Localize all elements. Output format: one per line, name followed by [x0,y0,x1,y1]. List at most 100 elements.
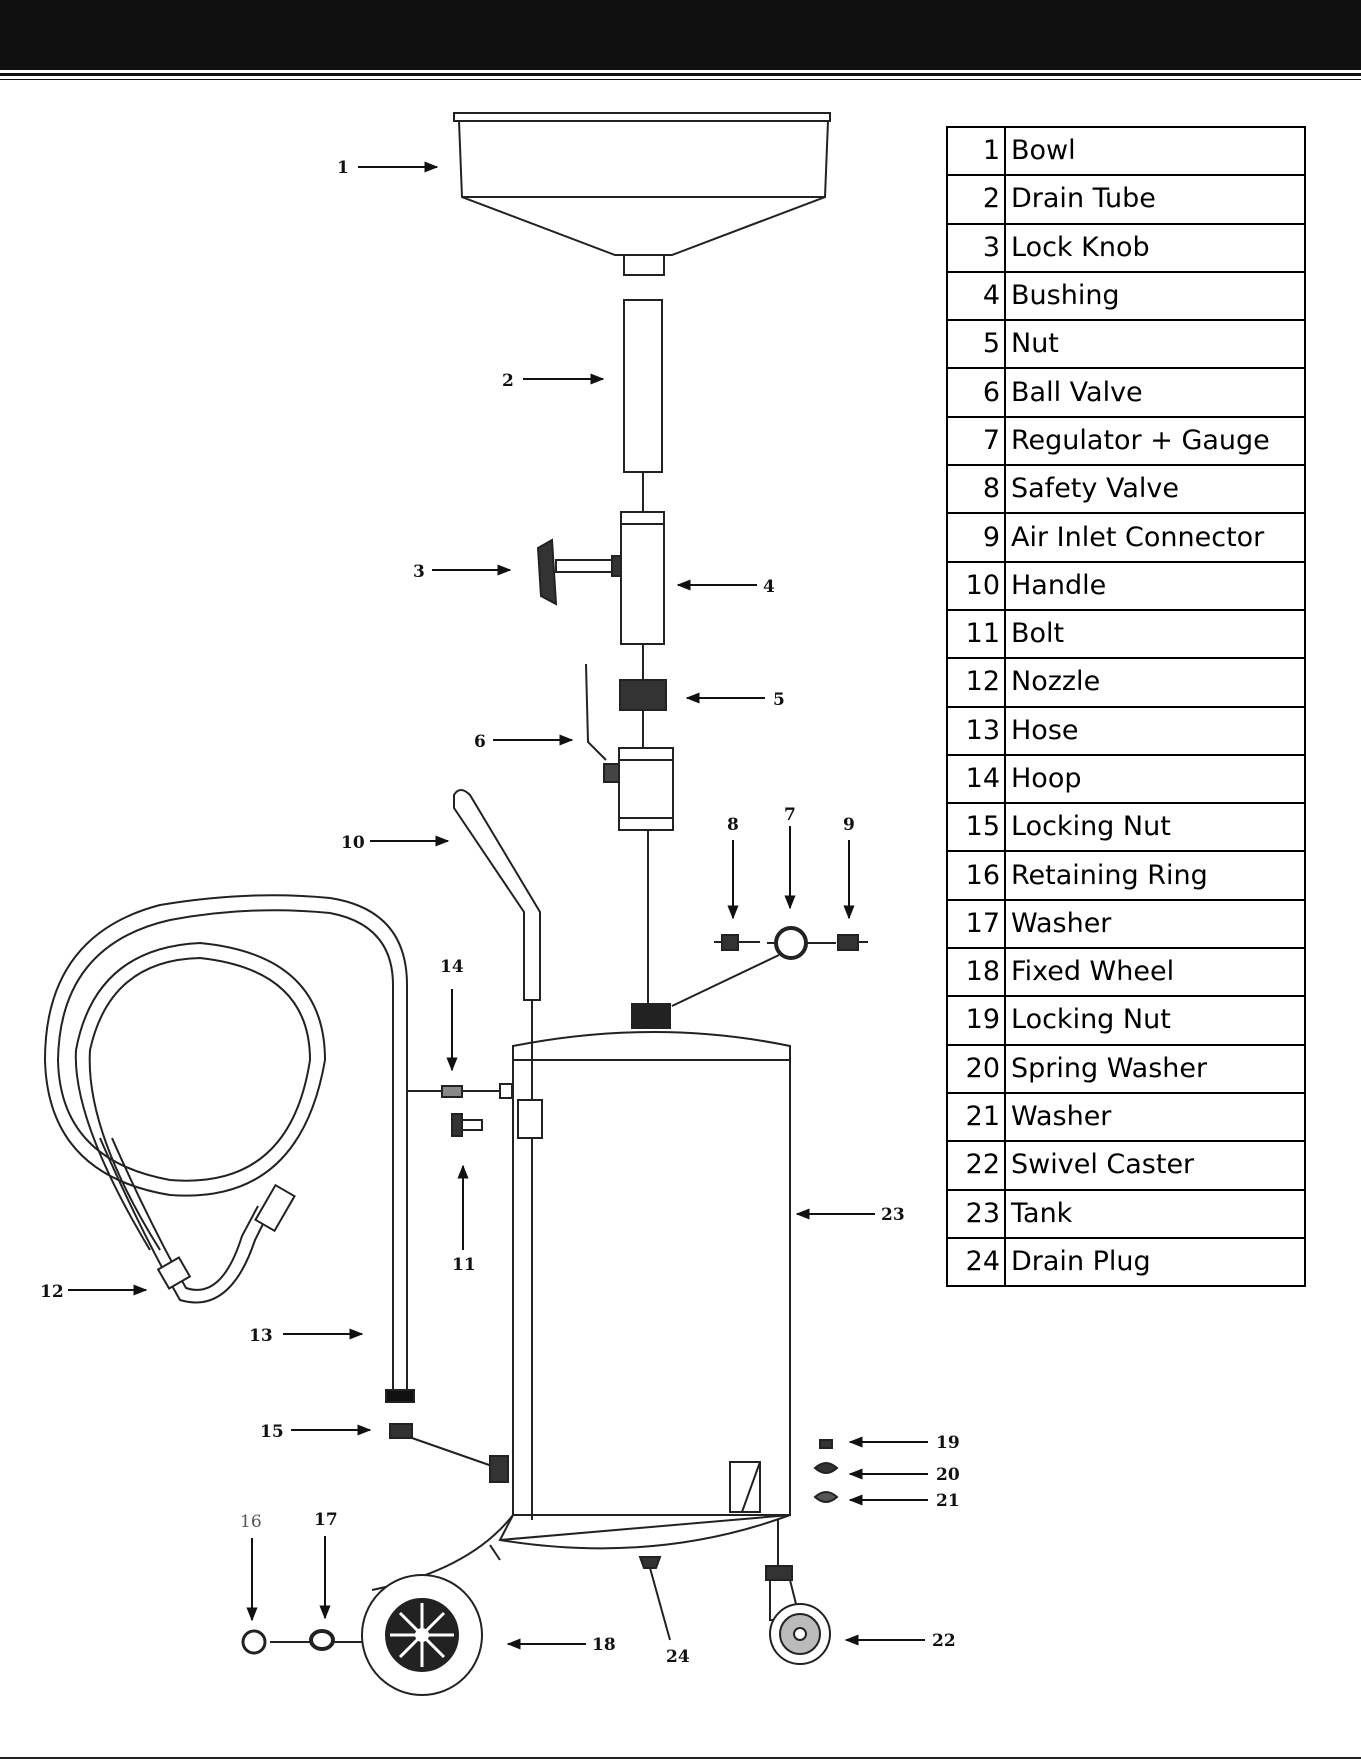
safety-valve-part [714,934,760,951]
callout-20: 20 [936,1465,960,1485]
callout-1: 1 [337,158,349,178]
part-number: 16 [946,850,1006,901]
part-number: 14 [946,753,1006,805]
bowl-part [453,112,831,276]
part-number: 12 [946,657,1006,708]
bushing-part [620,511,665,680]
retaining-ring-part [241,1629,267,1655]
ball-valve-part [585,663,674,831]
callout-16: 16 [240,1512,262,1532]
swivel-caster-part [765,1520,831,1665]
part-number: 22 [946,1140,1006,1191]
callout-11: 11 [452,1255,476,1275]
part-name: Washer [1004,898,1306,950]
part-number: 20 [946,1043,1006,1094]
part-number: 24 [946,1236,1006,1288]
part-number: 11 [946,608,1006,660]
lock-knob-part [536,538,622,606]
part-name: Retaining Ring [1004,850,1306,901]
callout-9: 9 [843,815,855,835]
callout-21: 21 [936,1491,960,1511]
callout-14: 14 [440,957,464,977]
callout-arrows [68,161,928,1650]
callout-15: 15 [260,1422,284,1442]
part-name: Swivel Caster [1004,1140,1306,1191]
callout-7: 7 [784,805,796,825]
fixed-wheel-part [361,1574,483,1696]
callout-8: 8 [727,815,739,835]
callout-10: 10 [341,833,365,853]
locking-nut-part [389,1423,509,1483]
callout-17: 17 [314,1510,338,1530]
bolt-part [451,1113,483,1137]
part-name: Drain Tube [1004,174,1306,225]
part-name: Drain Plug [1004,1236,1306,1288]
part-name: Lock Knob [1004,222,1306,273]
part-number: 21 [946,1091,1006,1143]
callout-24: 24 [666,1647,690,1667]
part-name: Bushing [1004,270,1306,322]
part-number: 8 [946,464,1006,515]
tank-part [498,1031,791,1550]
footer-rule [0,1757,1361,1759]
drain-plug-part [638,1556,671,1641]
part-number: 6 [946,367,1006,418]
callout-5: 5 [773,690,785,710]
part-name: Handle [1004,560,1306,611]
part-number: 17 [946,898,1006,950]
header-rule [0,73,1361,76]
part-name: Washer [1004,1091,1306,1143]
part-number: 18 [946,947,1006,998]
part-number: 2 [946,174,1006,225]
part-number: 7 [946,415,1006,467]
part-number: 19 [946,995,1006,1046]
callout-labels: 1 2 3 4 5 6 7 8 9 10 11 12 13 14 15 16 1… [40,158,960,1667]
regulator-gauge-part [671,926,836,1007]
callout-23: 23 [881,1205,905,1225]
nut-part [619,679,667,748]
part-number: 4 [946,270,1006,322]
part-number: 5 [946,319,1006,370]
part-name: Regulator + Gauge [1004,415,1306,467]
callout-12: 12 [40,1282,64,1302]
part-name: Hoop [1004,753,1306,805]
header-bar [0,0,1361,70]
handle-part [453,789,543,1520]
part-name: Nozzle [1004,657,1306,708]
caster-hardware-part [813,1439,839,1503]
part-name: Nut [1004,319,1306,370]
callout-22: 22 [932,1631,956,1651]
callout-2: 2 [502,371,514,391]
hoop-part [408,1083,513,1099]
callout-6: 6 [474,732,486,752]
nozzle-part [99,1137,296,1304]
callout-4: 4 [763,577,775,597]
callout-13: 13 [249,1326,273,1346]
part-number: 23 [946,1188,1006,1239]
callout-3: 3 [413,562,425,582]
washer-17-part [309,1629,335,1651]
part-name: Ball Valve [1004,367,1306,418]
